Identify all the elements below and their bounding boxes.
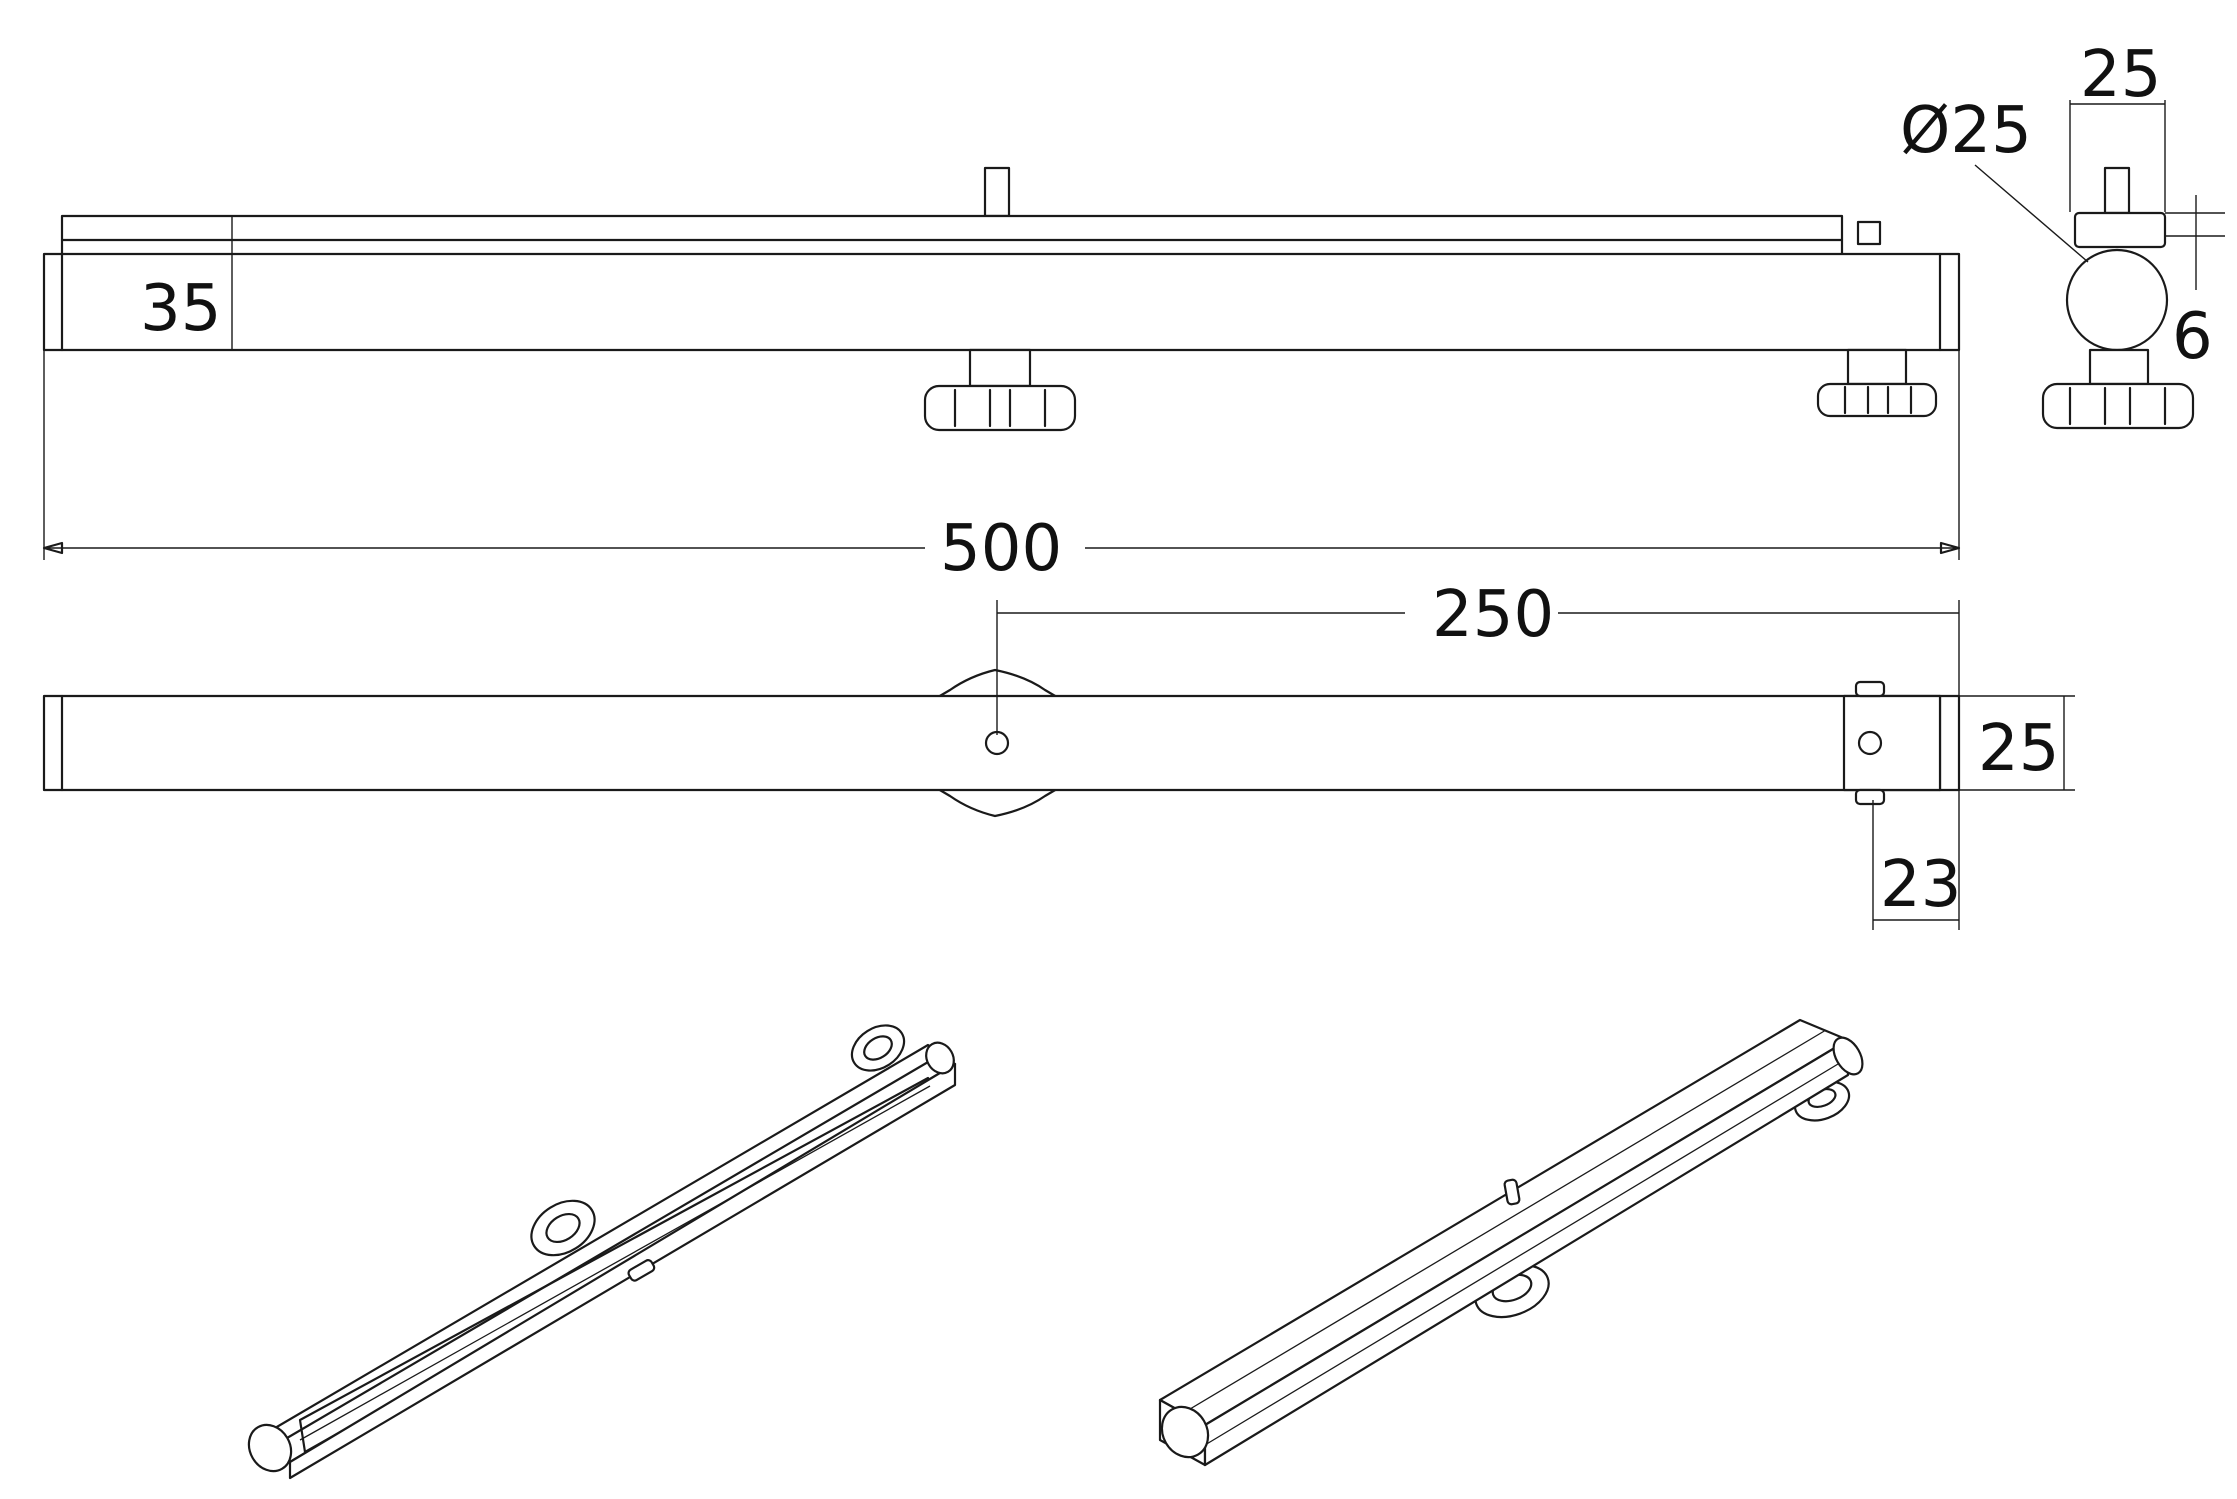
dim-width-label: 25 xyxy=(1978,712,2059,786)
iso-left-knob-bottom xyxy=(530,1199,596,1257)
dim-half-length-label: 250 xyxy=(1432,578,1554,652)
knob-left xyxy=(923,348,1077,432)
side-neck xyxy=(2088,348,2150,386)
dim-offset-label: 23 xyxy=(1880,848,1961,922)
side-view: 25 Ø25 6 xyxy=(1900,38,2225,430)
side-pin xyxy=(2103,166,2131,215)
iso-view-right xyxy=(1158,1018,1864,1467)
gap-label: 6 xyxy=(2172,300,2213,374)
diameter-label: Ø25 xyxy=(1900,94,2032,168)
side-knob xyxy=(2041,382,2195,430)
end-nub xyxy=(1856,220,1882,246)
center-pin xyxy=(983,166,1011,218)
side-width-label: 25 xyxy=(2080,38,2161,112)
dim-height-label: 35 xyxy=(140,272,221,346)
knob-right xyxy=(1816,348,1938,418)
side-top-block xyxy=(2073,211,2167,249)
front-view: 35 500 xyxy=(42,166,1961,586)
side-ball xyxy=(2065,248,2169,352)
iso-left-knob-top xyxy=(850,1024,906,1072)
center-hole xyxy=(984,730,1010,756)
main-body xyxy=(42,252,1961,352)
end-hole xyxy=(1857,730,1883,756)
top-view: 250 25 23 xyxy=(42,578,2075,930)
iso-view-left xyxy=(247,1024,957,1480)
dim-length-label: 500 xyxy=(940,512,1062,586)
